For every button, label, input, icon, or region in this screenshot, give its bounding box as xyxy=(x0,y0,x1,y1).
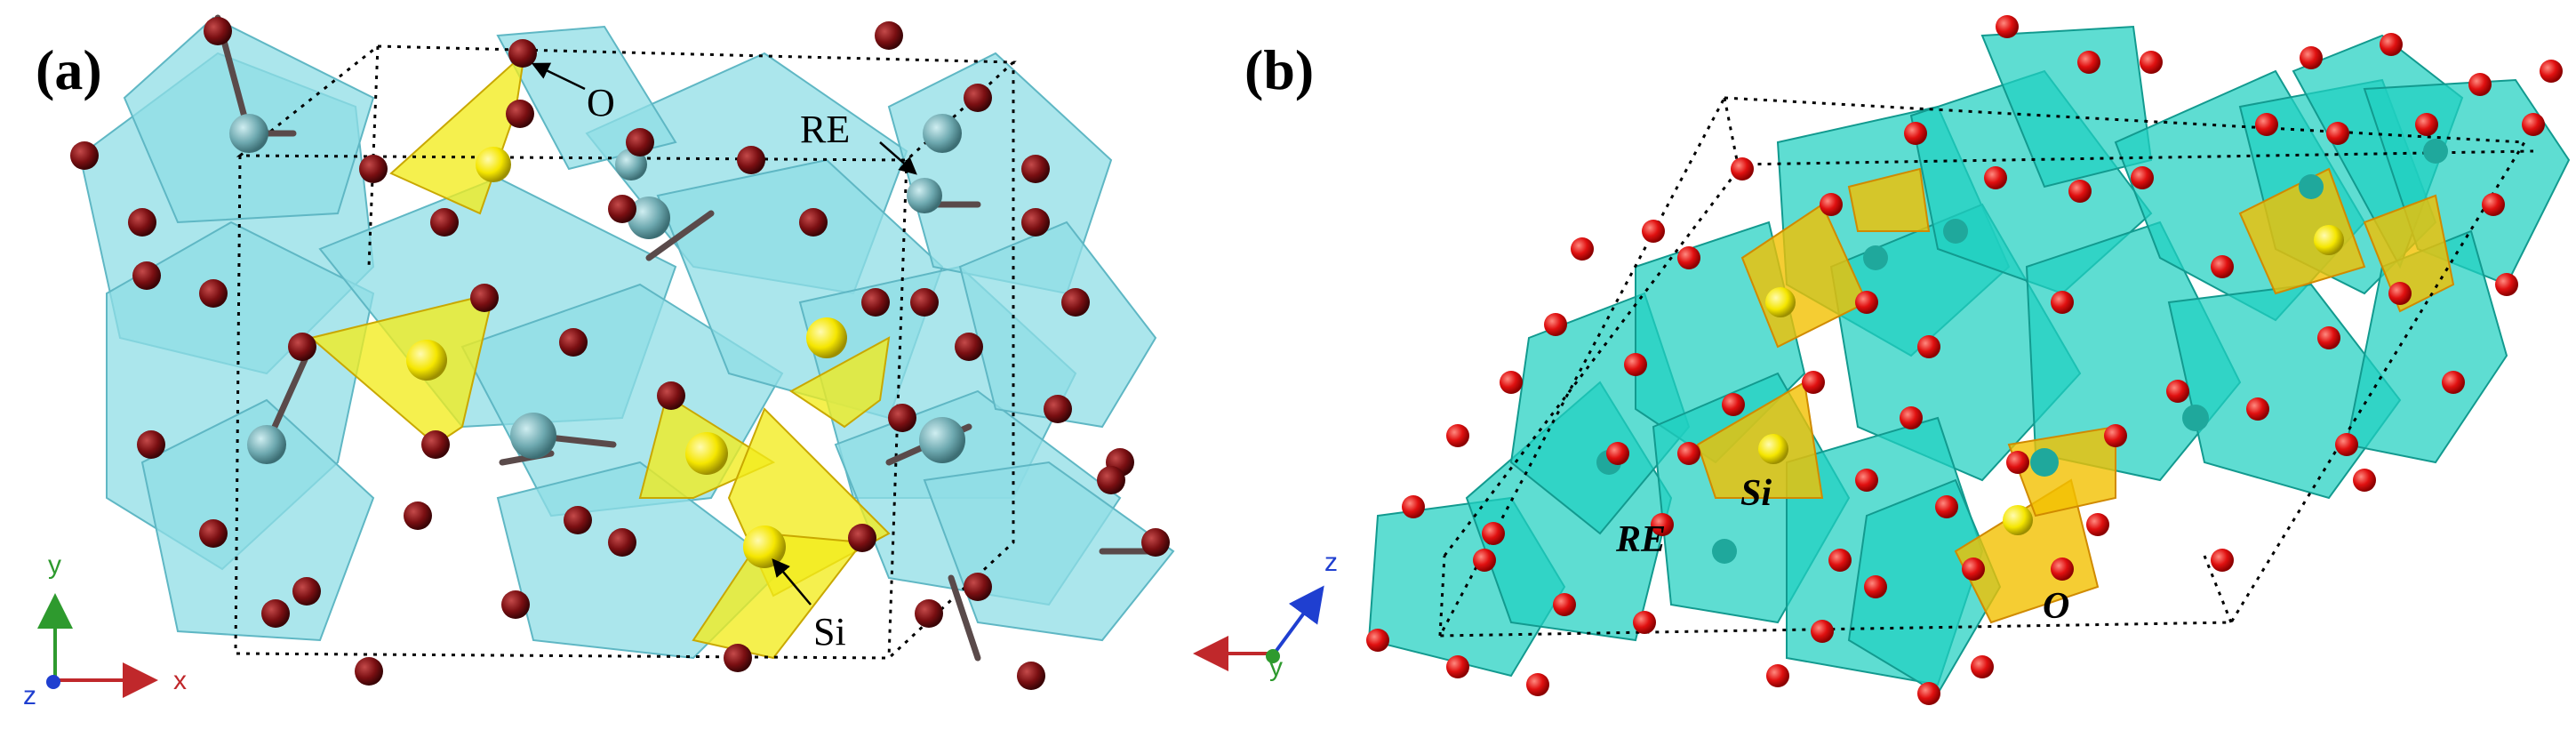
panel-a-re-atoms xyxy=(229,114,965,464)
panel-a-si-callout: Si xyxy=(772,558,846,654)
panel-b-oxygen-atoms xyxy=(1366,15,2563,705)
panel-b-label: (b) xyxy=(1244,38,1314,101)
panel-a-re-callout: RE xyxy=(800,108,917,175)
panel-b-si-tetrahedra xyxy=(1696,167,2455,624)
panel-a-axis-triad: y x z xyxy=(23,550,187,710)
panel-b-si-label: Si xyxy=(1740,473,1772,514)
panel-b-oxygen-label: O xyxy=(2043,586,2069,627)
panel-b-re-polyhedra xyxy=(1367,25,2571,695)
panel-a-axis-x-label: x xyxy=(173,666,187,695)
panel-a-re-label: RE xyxy=(800,108,850,151)
panel-b: (b) Si RE O z y xyxy=(1193,15,2571,705)
panel-a-axis-y-label: y xyxy=(48,550,61,580)
panel-a-oxygen-callout: O xyxy=(531,62,615,124)
panel-a-axis-z-label: z xyxy=(23,681,36,710)
panel-a-re-polyhedra xyxy=(78,16,1175,660)
panel-a-label: (a) xyxy=(36,38,102,101)
panel-b-si-atoms xyxy=(1758,225,2344,535)
panel-a-si-label: Si xyxy=(813,610,846,654)
panel-b-axis-y-label: y xyxy=(1269,653,1283,682)
panel-a-oxygen-label: O xyxy=(587,81,615,124)
panel-b-re-label: RE xyxy=(1615,519,1666,560)
panel-b-axis-triad: z y xyxy=(1193,548,1338,682)
panel-a: (a) O RE Si y x z xyxy=(23,14,1175,710)
panel-b-axis-z-label: z xyxy=(1324,548,1338,577)
panel-a-oxygen-atoms xyxy=(70,17,1170,690)
panel-b-unit-cell xyxy=(1437,96,2534,638)
panel-a-si-atoms xyxy=(406,147,847,568)
